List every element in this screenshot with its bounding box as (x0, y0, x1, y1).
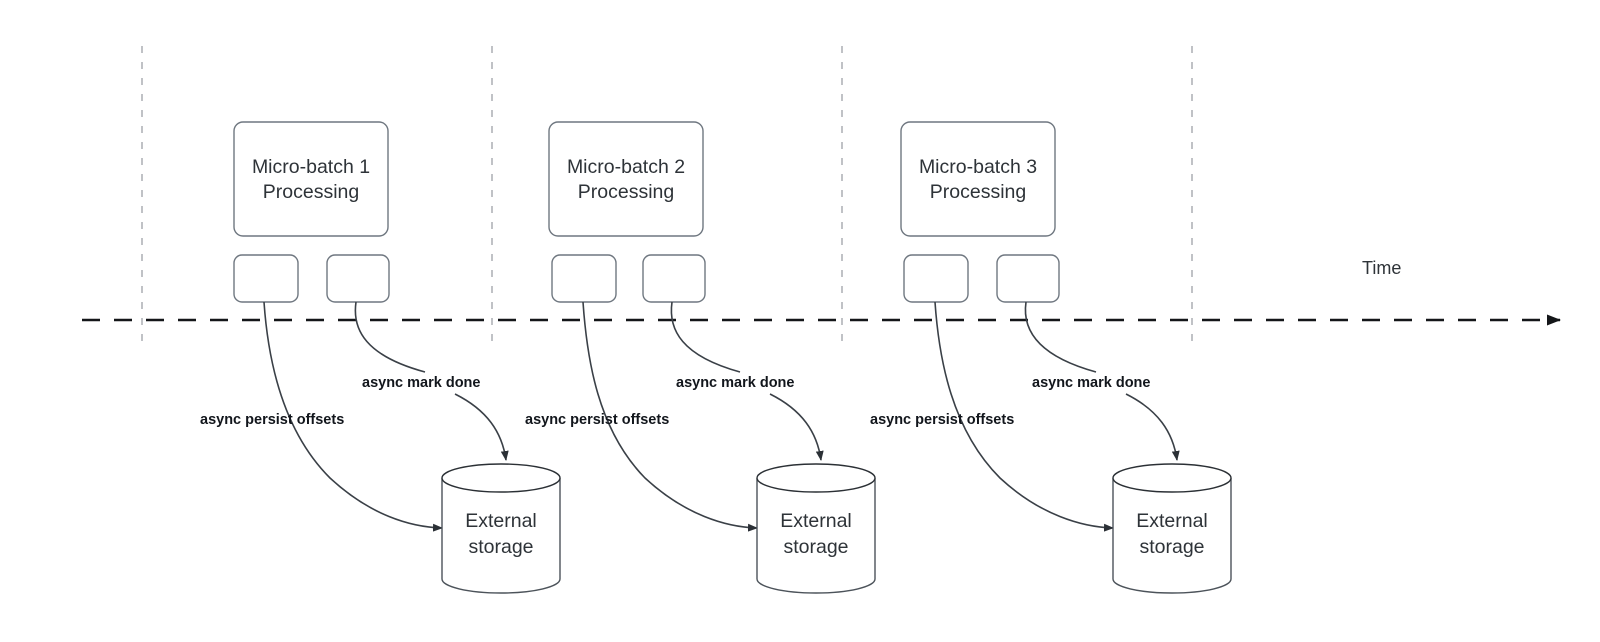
external-storage-label-2-line1: External (780, 510, 852, 532)
external-storage-label-2-line2: storage (783, 536, 848, 558)
external-storage-label-1-line1: External (465, 510, 537, 532)
mark-done-flow-1b (454, 393, 509, 461)
mark-done-flow-2b (769, 393, 824, 461)
persist-task-box-1[interactable] (233, 254, 299, 303)
external-storage-body-2[interactable] (756, 478, 876, 594)
persist-label-3: async persist offsets (870, 412, 1014, 428)
mark-done-task-box-1[interactable] (326, 254, 390, 303)
micro-batch-label-1-line1: Micro-batch 1 (252, 156, 370, 178)
mark-done-task-box-2[interactable] (642, 254, 706, 303)
mark-done-flow-1 (354, 301, 426, 373)
micro-batch-label-3-line2: Processing (930, 181, 1026, 203)
micro-batch-box-2[interactable] (548, 121, 704, 237)
mark-done-label-1: async mark done (362, 375, 480, 391)
micro-batch-label-3-line1: Micro-batch 3 (919, 156, 1037, 178)
group-2: Micro-batch 2 Processing async persist o… (525, 121, 876, 594)
tick-lines-group (141, 46, 1193, 346)
micro-batch-box-3[interactable] (900, 121, 1056, 237)
micro-batch-box-1[interactable] (233, 121, 389, 237)
mark-done-flow-3 (1024, 301, 1097, 373)
group-1: Micro-batch 1 Processing async persist o… (200, 121, 561, 594)
time-axis-label: Time (1362, 258, 1401, 278)
persist-flow-2 (582, 301, 758, 532)
mark-done-label-3: async mark done (1032, 375, 1150, 391)
micro-batch-label-2-line1: Micro-batch 2 (567, 156, 685, 178)
micro-batch-label-2-line2: Processing (578, 181, 674, 203)
external-storage-label-3-line1: External (1136, 510, 1208, 532)
micro-batch-label-1-line2: Processing (263, 181, 359, 203)
mark-done-label-2: async mark done (676, 375, 794, 391)
external-storage-body-3[interactable] (1112, 478, 1232, 594)
external-storage-label-1-line2: storage (468, 536, 533, 558)
persist-flow-3 (934, 301, 1114, 532)
external-storage-body-1[interactable] (441, 478, 561, 594)
external-storage-top-3 (1112, 463, 1232, 493)
persist-label-2: async persist offsets (525, 412, 669, 428)
group-3: Micro-batch 3 Processing async persist o… (870, 121, 1232, 594)
mark-done-flow-2 (670, 301, 741, 373)
persist-flow-1 (263, 301, 443, 532)
persist-label-1: async persist offsets (200, 412, 344, 428)
external-storage-top-1 (441, 463, 561, 493)
persist-task-box-3[interactable] (903, 254, 969, 303)
external-storage-top-2 (756, 463, 876, 493)
mark-done-flow-3b (1125, 393, 1180, 461)
mark-done-task-box-3[interactable] (996, 254, 1060, 303)
persist-task-box-2[interactable] (551, 254, 617, 303)
external-storage-label-3-line2: storage (1139, 536, 1204, 558)
